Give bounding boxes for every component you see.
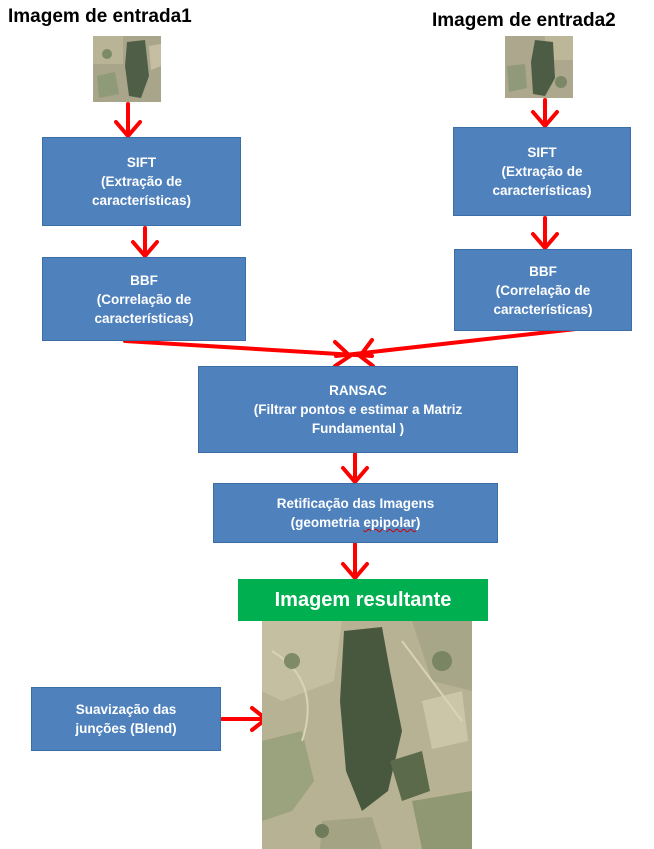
rectification-box: Retificação das Imagens (geometria epipo…: [213, 483, 498, 543]
ransac-line1: (Filtrar pontos e estimar a Matriz: [253, 402, 463, 417]
rectification-line1: Retificação das Imagens: [276, 496, 435, 511]
blend-line2: junções (Blend): [75, 721, 177, 736]
blend-line1: Suavização das: [75, 702, 177, 717]
input-image-2: [505, 36, 573, 98]
bbf-right-line1: (Correlação de: [495, 282, 591, 298]
sift-box-left: SIFT (Extração de características): [42, 137, 241, 226]
sift-right-title: SIFT: [527, 145, 557, 160]
input-image-2-title: Imagem de entrada2: [432, 10, 616, 31]
arrowhead-input1-to-sift: [114, 120, 142, 138]
sift-left-title: SIFT: [126, 155, 157, 170]
sift-box-right: SIFT (Extração de características): [453, 127, 631, 216]
sift-left-line1: (Extração de: [100, 174, 183, 189]
rectification-line2-suffix: ): [415, 515, 421, 530]
sift-right-line1: (Extração de: [501, 164, 583, 179]
bbf-right-title: BBF: [529, 263, 557, 279]
ransac-box: RANSAC (Filtrar pontos e estimar a Matri…: [198, 366, 518, 453]
arrowhead-input2-to-sift: [531, 110, 559, 128]
arrow-bbf2-to-ransac: [334, 326, 587, 358]
arrowhead-sift2-to-bbf: [531, 232, 559, 250]
arrow-bbf1-to-ransac: [123, 339, 374, 358]
arrowhead-rectification-to-result: [341, 562, 369, 580]
ransac-line2: Fundamental ): [311, 421, 405, 436]
ransac-title: RANSAC: [329, 383, 387, 398]
input-image-1: [93, 36, 161, 102]
result-image: [262, 621, 472, 849]
sift-right-line2: características): [492, 183, 592, 198]
input-image-1-title: Imagem de entrada1: [8, 6, 192, 27]
bbf-left-line1: (Correlação de: [96, 291, 192, 307]
rectification-line2-prefix: (geometria: [290, 515, 364, 530]
result-label: Imagem resultante: [238, 579, 488, 621]
bbf-box-right: BBF (Correlação de características): [454, 249, 632, 331]
bbf-left-title: BBF: [130, 272, 158, 288]
bbf-box-left: BBF (Correlação de características): [42, 257, 246, 341]
arrowhead-left-merge: [333, 340, 352, 368]
arrowhead-ransac-to-rectification: [341, 466, 369, 484]
arrowhead-right-merge: [358, 338, 375, 368]
bbf-left-line2: características): [94, 310, 194, 326]
rectification-line2: (geometria epipolar): [291, 513, 421, 532]
arrowhead-sift1-to-bbf: [131, 240, 159, 258]
blend-box: Suavização das junções (Blend): [31, 687, 221, 751]
sift-left-line2: características): [91, 193, 192, 208]
bbf-right-line2: características): [493, 301, 593, 317]
rectification-line2-epipolar: epipolar: [363, 515, 416, 530]
